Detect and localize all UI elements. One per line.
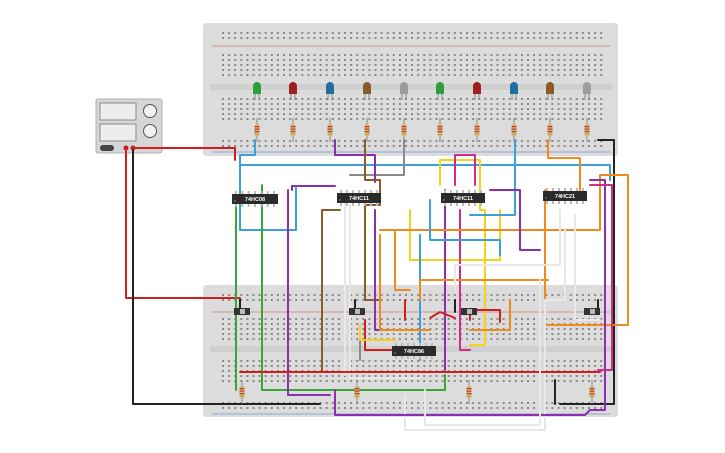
wire[interactable] [379, 234, 431, 331]
wires [125, 139, 629, 431]
wire[interactable] [132, 149, 321, 405]
resistor-icon[interactable] [401, 118, 407, 142]
wire[interactable] [261, 184, 446, 391]
led-icon[interactable] [583, 82, 591, 100]
wire[interactable] [419, 279, 549, 301]
wire[interactable] [334, 139, 376, 183]
current-knob-icon[interactable] [143, 124, 157, 138]
led-icon[interactable] [473, 82, 481, 100]
slide-switch-icon[interactable] [234, 308, 250, 315]
led-icon[interactable] [400, 82, 408, 100]
resistor-icon[interactable] [547, 118, 553, 142]
wire[interactable] [359, 324, 396, 341]
resistor-icon[interactable] [327, 118, 333, 142]
wire[interactable] [287, 189, 331, 396]
power-supply-display-top [99, 102, 137, 121]
ic-chip-label: 74HC86 [404, 349, 424, 355]
wire[interactable] [459, 209, 471, 351]
ic-chip-label: 74HC08 [245, 197, 265, 203]
slide-switch-icon[interactable] [584, 308, 600, 315]
resistor-icon[interactable] [354, 380, 360, 404]
led-icon[interactable] [363, 82, 371, 100]
wire[interactable] [394, 231, 411, 291]
led-icon[interactable] [289, 82, 297, 100]
slide-switch-icon[interactable] [349, 308, 365, 315]
resistor-icon[interactable] [511, 118, 517, 142]
led-icon[interactable] [253, 82, 261, 100]
ic-chips: 74HC08 74HC11 74HC11 74HC21 74HC86 [232, 188, 587, 359]
wire[interactable] [349, 139, 405, 176]
ic-chip[interactable]: 74HC21 [543, 188, 587, 204]
wire[interactable] [404, 229, 566, 431]
breadboard-top [203, 23, 618, 156]
wire[interactable] [454, 154, 476, 186]
ic-chip-label: 74HC11 [349, 196, 369, 202]
ic-chip[interactable]: 74HC86 [392, 343, 436, 359]
resistor-row [239, 118, 595, 404]
resistor-icon[interactable] [290, 118, 296, 142]
wire[interactable] [409, 209, 501, 261]
wire[interactable] [349, 204, 421, 379]
power-supply[interactable] [95, 98, 163, 154]
ic-chip[interactable]: 74HC11 [337, 190, 381, 206]
wire[interactable] [469, 299, 511, 331]
wire[interactable] [489, 189, 541, 251]
led-icon[interactable] [436, 82, 444, 100]
wire[interactable] [559, 139, 615, 405]
resistor-icon[interactable] [584, 118, 590, 142]
power-switch-icon[interactable] [100, 145, 114, 151]
voltage-knob-icon[interactable] [143, 104, 157, 118]
resistor-icon[interactable] [254, 118, 260, 142]
led-icon[interactable] [510, 82, 518, 100]
led-icon[interactable] [546, 82, 554, 100]
resistor-icon[interactable] [239, 380, 245, 404]
resistor-icon[interactable] [466, 380, 472, 404]
wire[interactable] [291, 185, 336, 191]
wire[interactable] [239, 139, 297, 231]
wire[interactable] [424, 279, 541, 426]
wire[interactable] [589, 184, 613, 371]
resistor-icon[interactable] [589, 380, 595, 404]
wire[interactable] [132, 147, 236, 161]
slide-switches [234, 308, 600, 315]
resistor-icon[interactable] [474, 118, 480, 142]
wire[interactable] [574, 214, 601, 321]
wire[interactable] [334, 179, 606, 416]
wire[interactable] [469, 139, 516, 216]
wire[interactable] [239, 164, 611, 181]
ic-chip[interactable]: 74HC11 [441, 190, 485, 206]
ic-chip-label: 74HC11 [453, 196, 473, 202]
power-supply-display-bottom [99, 123, 137, 142]
resistor-icon[interactable] [437, 118, 443, 142]
wire[interactable] [429, 199, 501, 256]
wire[interactable] [364, 139, 381, 301]
ic-chip[interactable]: 74HC08 [232, 191, 278, 207]
wire[interactable] [454, 209, 561, 291]
ic-chip-label: 74HC21 [555, 194, 575, 200]
slide-switch-icon[interactable] [461, 308, 477, 315]
led-icon[interactable] [326, 82, 334, 100]
resistor-icon[interactable] [364, 118, 370, 142]
led-row [253, 82, 591, 100]
wire[interactable] [429, 311, 456, 319]
wire[interactable] [547, 139, 581, 191]
wire[interactable] [439, 159, 486, 346]
wire[interactable] [364, 319, 396, 351]
